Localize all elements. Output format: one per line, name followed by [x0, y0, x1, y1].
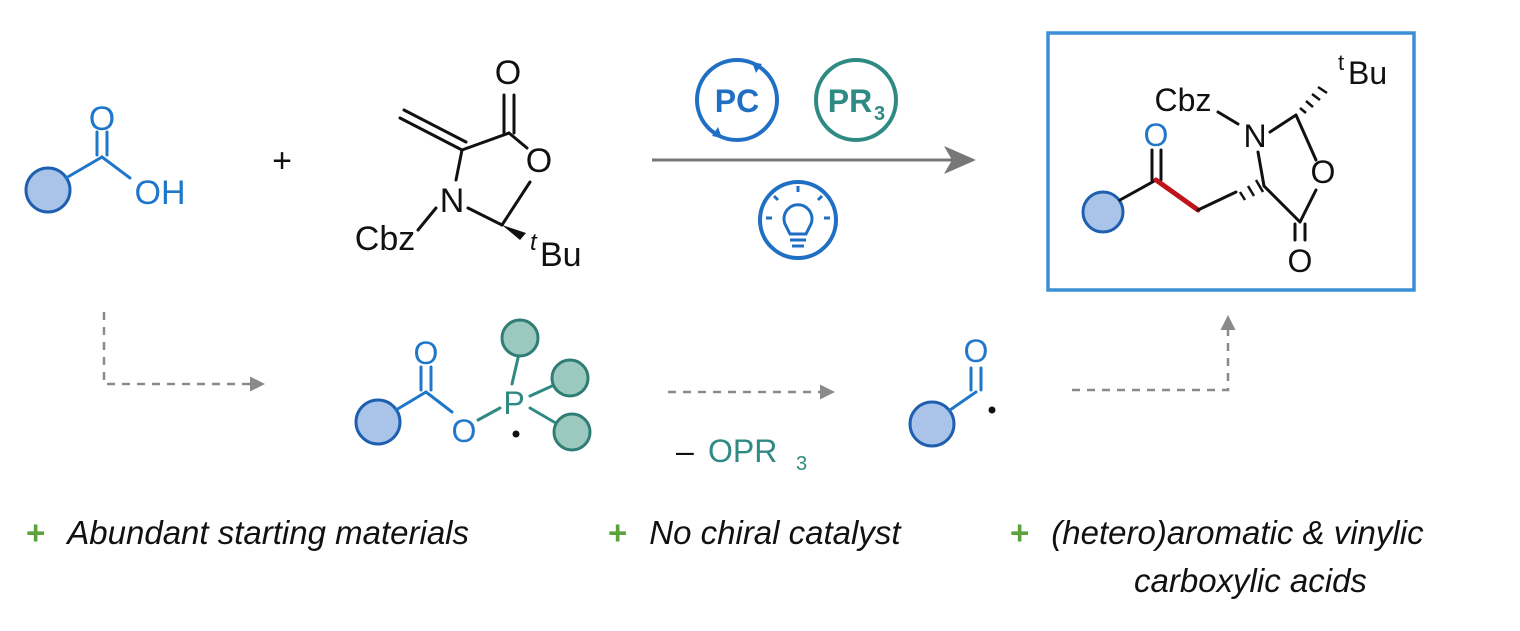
acyl-radical: O — [908, 333, 996, 448]
reaction-conditions: PC PR 3 — [652, 58, 976, 260]
plus-icon: + — [26, 514, 46, 551]
product-substrate-sphere — [1081, 190, 1125, 234]
oxaz-tBu-t: t — [530, 229, 538, 256]
phosphorus-atom: P — [503, 385, 524, 421]
byproduct-OPR: OPR — [708, 433, 777, 469]
oxaz-tBu-Bu: Bu — [540, 236, 582, 274]
dashed-arrow-1 — [102, 312, 265, 392]
lightbulb-icon — [758, 180, 838, 260]
pc-label: PC — [715, 83, 759, 119]
advantage-text-continued: carboxylic acids — [1134, 562, 1367, 599]
acyl-O: O — [964, 333, 989, 369]
product-tBu-t: t — [1338, 50, 1344, 75]
product-Cbz: Cbz — [1155, 82, 1212, 118]
phosphine-substituent-2 — [550, 358, 590, 398]
radical-dot — [512, 430, 520, 438]
phosphine-substituent-3 — [552, 412, 592, 452]
substrate-sphere — [24, 166, 72, 214]
product-tBu-Bu: Bu — [1348, 55, 1387, 91]
ester-O: O — [452, 413, 477, 449]
methylene-oxazolidinone: O O N Cbz t Bu — [355, 54, 582, 274]
oxaz-N: N — [440, 182, 465, 220]
acid-carbonyl-O: O — [89, 100, 115, 138]
photocatalyst-cycle-icon — [695, 58, 779, 142]
oxaz-carbonyl-O: O — [495, 54, 521, 92]
dashed-arrow-3 — [1072, 315, 1236, 392]
acyl-radical-dot — [988, 406, 996, 414]
advantage-1: + Abundant starting materials — [26, 514, 469, 552]
phosphine-circle-icon — [814, 58, 898, 142]
product-structure: O N Cbz t Bu O O — [1081, 50, 1387, 279]
advantage-3-line-2: carboxylic acids — [1134, 562, 1367, 600]
acyloxyphosphoranyl-radical: O O P — [354, 318, 592, 452]
product-ring-O: O — [1311, 154, 1336, 190]
advantage-text: No chiral catalyst — [649, 514, 901, 551]
oxaz-ring-O: O — [526, 142, 552, 180]
plus-icon: + — [1010, 514, 1030, 551]
advantage-text: Abundant starting materials — [67, 514, 470, 551]
advantage-3: + (hetero)aromatic & vinylic — [1010, 514, 1424, 552]
product-box — [1046, 31, 1416, 292]
byproduct-subscript: 3 — [796, 453, 807, 475]
advantage-text: (hetero)aromatic & vinylic — [1051, 514, 1424, 551]
pr3-subscript: 3 — [874, 103, 885, 125]
pr3-label: PR — [828, 83, 872, 119]
carboxylic-acid: O OH — [24, 100, 186, 214]
ester-carbonyl-O: O — [414, 335, 439, 371]
advantage-2: + No chiral catalyst — [608, 514, 901, 552]
acid-hydroxyl: OH — [135, 174, 186, 212]
new-cc-bond — [1153, 177, 1201, 213]
phosphine-substituent-1 — [500, 318, 540, 358]
product-carbonyl-O: O — [1288, 243, 1313, 279]
byproduct-dash: – — [676, 433, 694, 469]
acyl-substrate-sphere — [908, 400, 956, 448]
plus-icon: + — [608, 514, 628, 551]
product-N: N — [1243, 118, 1266, 154]
ester-substrate-sphere — [354, 398, 402, 446]
oxaz-Cbz: Cbz — [355, 220, 415, 258]
plus-sign: + — [272, 142, 292, 180]
product-ketone-O: O — [1144, 117, 1169, 153]
